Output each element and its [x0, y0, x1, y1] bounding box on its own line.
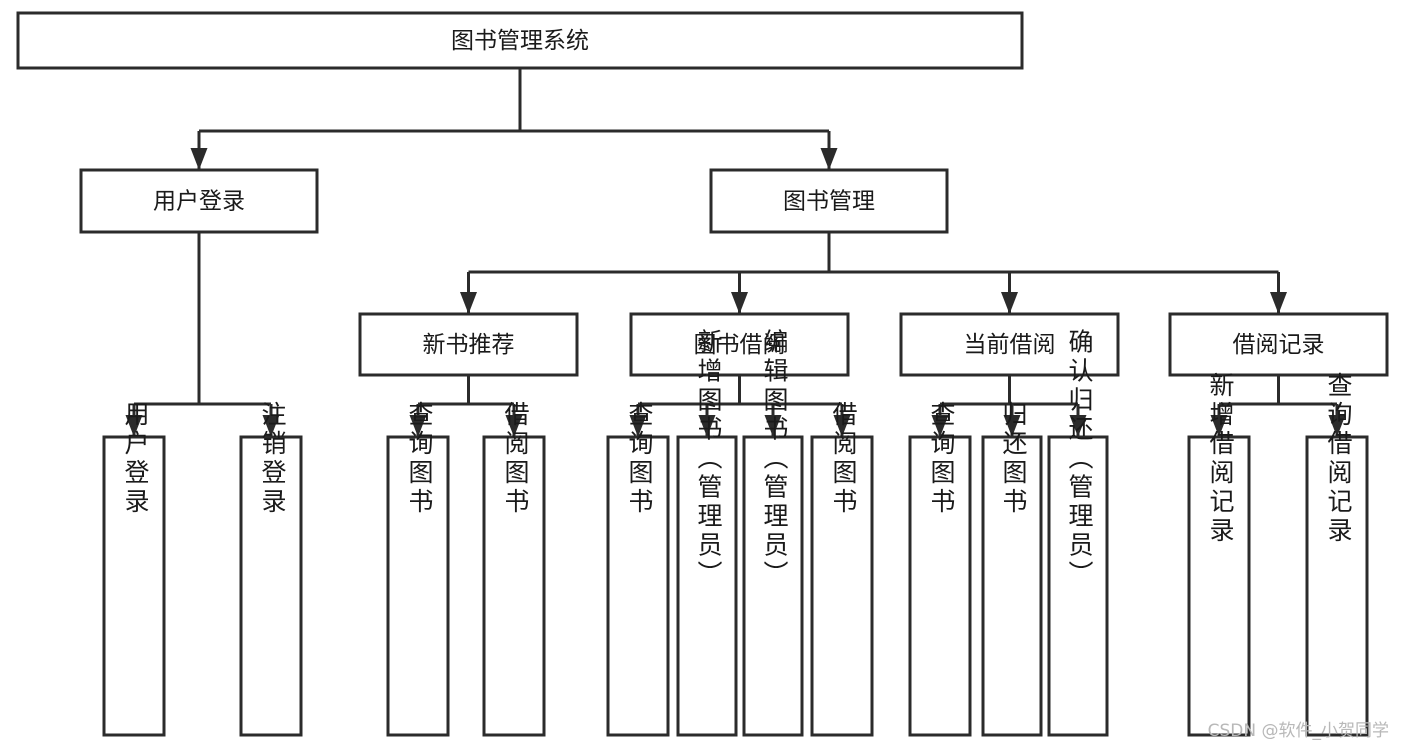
edge-arrowhead	[505, 415, 523, 437]
node-label-leaf2: 注销登录	[258, 401, 287, 517]
node-label-leaf12: 新增借阅记录	[1206, 372, 1235, 546]
node-box-leaf6[interactable]	[676, 435, 738, 737]
node-boxes-layer: 图书管理系统用户登录图书管理新书推荐图书借阅当前借阅借阅记录用户登录注销登录查询…	[16, 11, 1389, 737]
edge-arrowhead	[833, 415, 851, 437]
edge-arrowhead	[931, 415, 949, 437]
node-box-newbook[interactable]	[358, 312, 579, 377]
node-box-leaf13[interactable]	[1305, 435, 1369, 737]
node-leaf2[interactable]: 注销登录	[239, 401, 303, 737]
node-box-leaf8[interactable]	[810, 435, 874, 737]
node-label-leaf5: 查询图书	[625, 401, 654, 517]
node-leaf8[interactable]: 借阅图书	[810, 401, 874, 737]
node-label-current: 当前借阅	[964, 332, 1056, 358]
node-label-leaf8: 借阅图书	[829, 401, 858, 517]
edge-arrowhead	[190, 148, 208, 170]
node-records[interactable]: 借阅记录	[1168, 312, 1389, 377]
node-leaf3[interactable]: 查询图书	[386, 401, 450, 737]
node-box-leaf2[interactable]	[239, 435, 303, 737]
node-box-current[interactable]	[899, 312, 1120, 377]
node-login[interactable]: 用户登录	[79, 168, 319, 234]
node-leaf6[interactable]: 新增图书（管理员）	[676, 329, 738, 737]
node-label-newbook: 新书推荐	[423, 332, 515, 358]
node-box-borrow[interactable]	[629, 312, 850, 377]
edge-arrowhead	[1328, 415, 1346, 437]
node-label-leaf9: 查询图书	[927, 401, 956, 517]
edge-arrowhead	[1270, 292, 1287, 314]
edge-arrowhead	[764, 415, 782, 437]
edge-arrowhead	[125, 415, 143, 437]
node-box-login[interactable]	[79, 168, 319, 234]
connector-edges-layer	[125, 68, 1346, 437]
node-borrow[interactable]: 图书借阅	[629, 312, 850, 377]
node-box-leaf12[interactable]	[1187, 435, 1251, 737]
node-newbook[interactable]: 新书推荐	[358, 312, 579, 377]
node-label-leaf6: 新增图书（管理员）	[694, 329, 723, 590]
edge-arrowhead	[262, 415, 280, 437]
edge-arrowhead	[409, 415, 427, 437]
node-label-leaf13: 查询借阅记录	[1324, 372, 1353, 546]
edge-arrowhead	[731, 292, 748, 314]
edge-arrowhead	[1069, 415, 1087, 437]
node-label-login: 用户登录	[153, 189, 245, 215]
node-label-leaf3: 查询图书	[405, 401, 434, 517]
node-box-leaf4[interactable]	[482, 435, 546, 737]
node-leaf5[interactable]: 查询图书	[606, 401, 670, 737]
node-leaf11[interactable]: 确认归还（管理员）	[1047, 329, 1109, 737]
edge-arrowhead	[629, 415, 647, 437]
node-label-leaf7: 编辑图书（管理员）	[760, 329, 789, 590]
edge-arrowhead	[460, 292, 477, 314]
node-leaf4[interactable]: 借阅图书	[482, 401, 546, 737]
node-leaf10[interactable]: 归还图书	[981, 401, 1043, 737]
node-label-bookmgmt: 图书管理	[783, 189, 875, 215]
edge-arrowhead	[820, 148, 838, 170]
edge-arrowhead	[1003, 415, 1021, 437]
node-label-records: 借阅记录	[1233, 332, 1325, 358]
node-label-leaf1: 用户登录	[121, 401, 150, 517]
edge-arrowhead	[1001, 292, 1018, 314]
node-leaf12[interactable]: 新增借阅记录	[1187, 372, 1251, 737]
node-box-leaf9[interactable]	[908, 435, 972, 737]
node-current[interactable]: 当前借阅	[899, 312, 1120, 377]
edge-arrowhead	[698, 415, 716, 437]
node-leaf1[interactable]: 用户登录	[102, 401, 166, 737]
node-leaf9[interactable]: 查询图书	[908, 401, 972, 737]
node-box-leaf7[interactable]	[742, 435, 804, 737]
node-label-borrow: 图书借阅	[694, 332, 786, 358]
node-box-leaf5[interactable]	[606, 435, 670, 737]
node-box-leaf10[interactable]	[981, 435, 1043, 737]
node-label-leaf10: 归还图书	[999, 401, 1028, 517]
node-box-bookmgmt[interactable]	[709, 168, 949, 234]
node-label-root: 图书管理系统	[451, 28, 589, 54]
edge-arrowhead	[1210, 415, 1228, 437]
node-box-leaf11[interactable]	[1047, 435, 1109, 737]
node-leaf13[interactable]: 查询借阅记录	[1305, 372, 1369, 737]
node-root[interactable]: 图书管理系统	[16, 11, 1024, 70]
node-box-leaf1[interactable]	[102, 435, 166, 737]
node-label-leaf11: 确认归还（管理员）	[1065, 329, 1094, 590]
node-label-leaf4: 借阅图书	[501, 401, 530, 517]
node-box-root[interactable]	[16, 11, 1024, 70]
node-box-leaf3[interactable]	[386, 435, 450, 737]
node-leaf7[interactable]: 编辑图书（管理员）	[742, 329, 804, 737]
node-bookmgmt[interactable]: 图书管理	[709, 168, 949, 234]
node-box-records[interactable]	[1168, 312, 1389, 377]
